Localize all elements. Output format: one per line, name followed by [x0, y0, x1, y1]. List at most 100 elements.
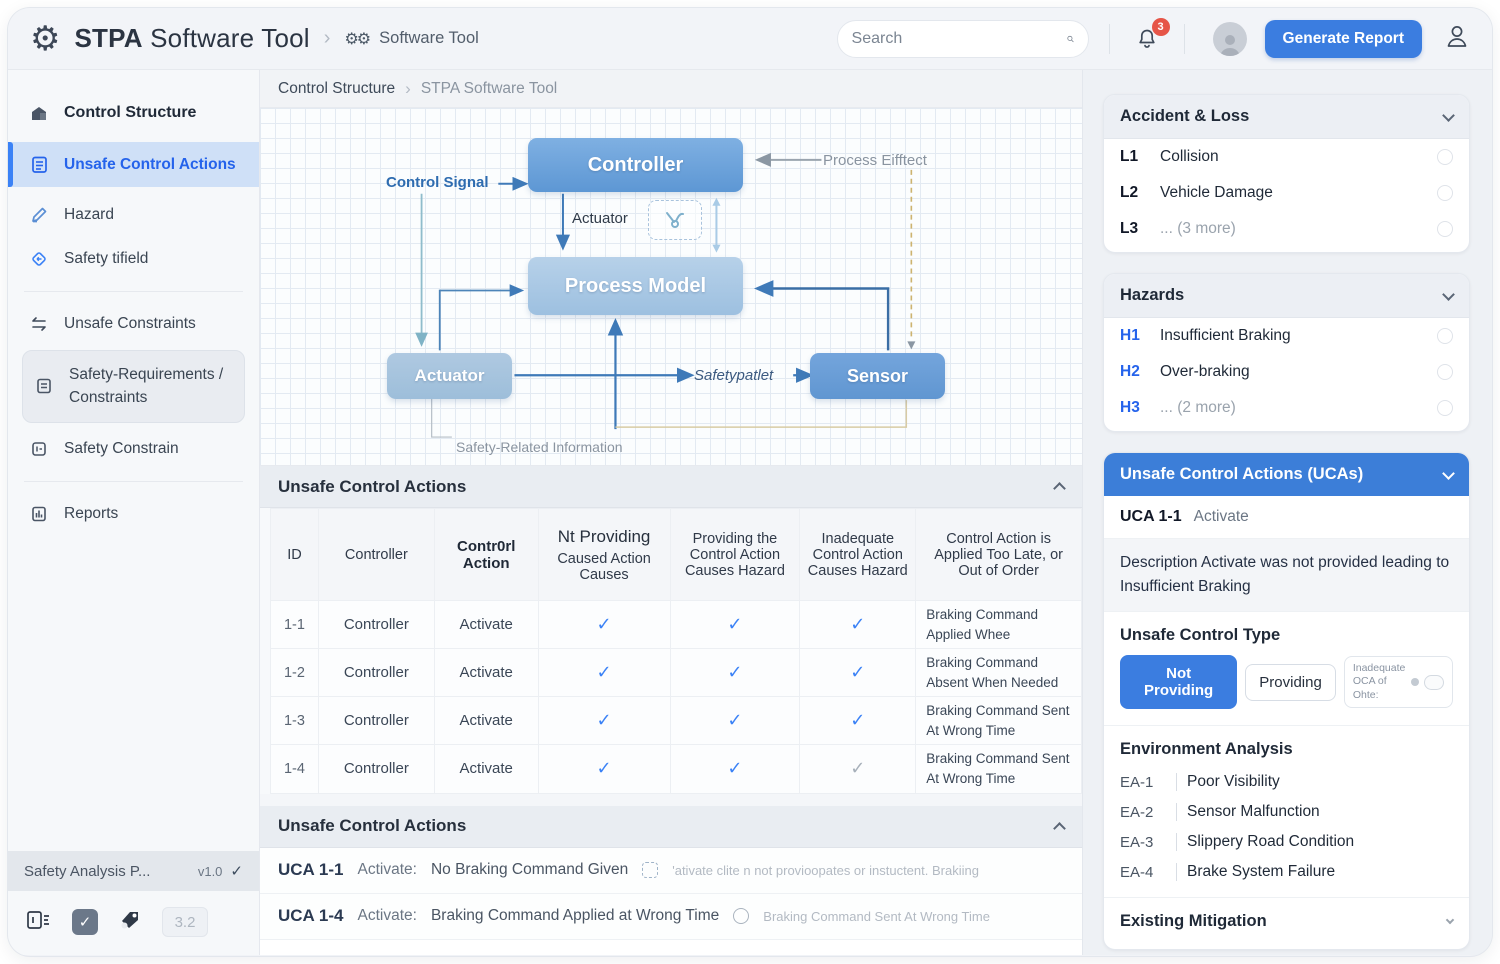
notifications-button[interactable]: 3 — [1130, 17, 1170, 56]
sidebar-item-safety-tifield[interactable]: Safety tifield — [8, 237, 259, 281]
cell-action: Activate — [433, 744, 539, 794]
radio-icon[interactable] — [1437, 328, 1453, 344]
uca-description: Description Activate was not provided le… — [1104, 539, 1469, 613]
check-icon[interactable]: ✓ — [799, 648, 917, 698]
sidebar-item-control-structure[interactable]: Control Structure — [8, 90, 259, 136]
zoom-level-value[interactable]: 3.2 — [162, 907, 208, 937]
dashed-checkbox-icon[interactable] — [642, 862, 659, 878]
chevron-icon[interactable] — [1445, 915, 1455, 925]
radio-icon[interactable] — [1437, 221, 1453, 237]
chevron-down-icon[interactable] — [1442, 108, 1455, 122]
selected-uca-row[interactable]: UCA 1-1 Activate — [1104, 496, 1469, 539]
check-icon[interactable]: ✓ — [537, 744, 671, 794]
col-header-id[interactable]: ID — [270, 508, 319, 601]
toggle-icon[interactable] — [1424, 674, 1444, 690]
left-sidebar: Control Structure Unsafe Control Actions… — [8, 70, 260, 955]
diagram-branch-chip[interactable] — [648, 200, 702, 240]
hazard-code: H1 — [1120, 327, 1140, 344]
list-item[interactable]: L2 Vehicle Damage — [1104, 175, 1469, 211]
table-row[interactable]: 1-1 Controller Activate ✓ ✓ ✓ Braking Co… — [270, 599, 1082, 650]
edge-label-actuator: Actuator — [572, 210, 628, 227]
accident-loss-panel: Accident & Loss L1 Collision L2 Vehicle … — [1103, 94, 1470, 253]
environment-item[interactable]: EA-2 Sensor Malfunction — [1104, 797, 1469, 827]
environment-item[interactable]: EA-4 Brake System Failure — [1104, 857, 1469, 887]
uca-list-item[interactable]: UCA 1-4 Activate: Braking Command Applie… — [260, 893, 1082, 940]
diagram-node-sensor[interactable]: Sensor — [810, 353, 945, 399]
col-header-providing[interactable]: Providing the Control Action Causes Haza… — [669, 508, 801, 601]
right-panel-column: Accident & Loss L1 Collision L2 Vehicle … — [1082, 70, 1492, 955]
hazards-header[interactable]: Hazards — [1104, 274, 1469, 318]
table-row[interactable]: 1-3 Controller Activate ✓ ✓ ✓ Braking Co… — [270, 696, 1082, 746]
sidebar-item-hazard[interactable]: Hazard — [8, 193, 259, 237]
cell-controller: Controller — [317, 599, 435, 650]
sidebar-item-unsafe-control-actions[interactable]: Unsafe Control Actions — [8, 142, 259, 187]
diagram-node-actuator[interactable]: Actuator — [387, 353, 512, 399]
sidebar-item-unsafe-constraints[interactable]: Unsafe Constraints — [8, 302, 259, 346]
col-header-inadequate[interactable]: Inadequate Control Action Causes Hazard — [799, 508, 917, 601]
environment-item[interactable]: EA-1 Poor Visibility — [1104, 767, 1469, 797]
list-item[interactable]: H1 Insufficient Braking — [1104, 318, 1469, 354]
search-box[interactable] — [836, 19, 1089, 58]
col-header-too-late[interactable]: Control Action is Applied Too Late, or O… — [915, 508, 1082, 601]
uca-list-section-header[interactable]: Unsafe Control Actions — [260, 805, 1082, 848]
existing-mitigation-header[interactable]: Existing Mitigation — [1104, 897, 1469, 949]
tag-icon[interactable] — [118, 908, 142, 937]
list-item[interactable]: L1 Collision — [1104, 139, 1469, 175]
providing-button[interactable]: Providing — [1245, 663, 1336, 701]
sidebar-item-safety-requirements[interactable]: Safety-Requirements / Constraints — [22, 350, 245, 423]
cell-controller: Controller — [317, 648, 435, 698]
check-icon-muted[interactable]: ✓ — [799, 744, 917, 794]
control-structure-canvas[interactable]: Controller Process Model Actuator Sensor… — [260, 108, 1082, 466]
diagram-node-process-model[interactable]: Process Model — [528, 257, 743, 315]
branch-node-icon — [666, 212, 684, 228]
sidebar-spacer — [8, 536, 259, 852]
list-item[interactable]: L3 ... (3 more) — [1104, 211, 1469, 252]
accident-loss-header[interactable]: Accident & Loss — [1104, 95, 1469, 139]
environment-item[interactable]: EA-3 Slippery Road Condition — [1104, 827, 1469, 857]
ucas-header[interactable]: Unsafe Control Actions (UCAs) — [1104, 453, 1469, 496]
collapse-chevron-icon[interactable] — [1053, 821, 1066, 835]
uca-list-item[interactable]: UCA 1-1 Activate: No Braking Command Giv… — [260, 847, 1082, 894]
check-icon[interactable]: ✓ — [537, 696, 671, 746]
cell-action: Activate — [433, 599, 539, 650]
check-icon[interactable]: ✓ — [669, 599, 801, 650]
circle-checkbox-icon[interactable] — [733, 908, 750, 924]
sidebar-item-reports[interactable]: Reports — [8, 492, 259, 536]
checked-checkbox-icon[interactable]: ✓ — [72, 909, 98, 935]
avatar[interactable] — [1212, 21, 1247, 56]
user-profile-button[interactable] — [1444, 23, 1470, 54]
check-icon[interactable]: ✓ — [537, 599, 671, 650]
project-status-bar[interactable]: Safety Analysis P... v1.0 ✓ — [8, 851, 259, 891]
collapse-chevron-icon[interactable] — [1053, 482, 1066, 495]
uca-table-section-header[interactable]: Unsafe Control Actions — [260, 466, 1082, 508]
list-item[interactable]: H3 ... (2 more) — [1104, 390, 1469, 431]
table-row[interactable]: 1-2 Controller Activate ✓ ✓ ✓ Braking Co… — [270, 648, 1082, 698]
collapse-sidebar-button[interactable] — [26, 908, 52, 937]
env-label: Sensor Malfunction — [1187, 803, 1320, 821]
breadcrumb-section[interactable]: Control Structure — [278, 79, 396, 97]
list-item[interactable]: H2 Over-braking — [1104, 354, 1469, 390]
diagram-node-controller[interactable]: Controller — [528, 138, 743, 192]
sidebar-item-safety-constrain[interactable]: Safety Constrain — [8, 427, 259, 471]
radio-icon[interactable] — [1437, 364, 1453, 380]
radio-icon[interactable] — [1437, 185, 1453, 201]
col-header-controller[interactable]: Controller — [317, 508, 435, 601]
chevron-down-icon[interactable] — [1442, 287, 1455, 301]
not-providing-button[interactable]: Not Providing — [1120, 655, 1238, 710]
col-header-control-action[interactable]: Contr0rl Action — [433, 508, 539, 601]
generate-report-button[interactable]: Generate Report — [1264, 19, 1422, 58]
check-icon[interactable]: ✓ — [669, 696, 801, 746]
check-icon[interactable]: ✓ — [669, 744, 801, 794]
check-icon[interactable]: ✓ — [537, 648, 671, 698]
check-icon[interactable]: ✓ — [799, 696, 917, 746]
table-row[interactable]: 1-4 Controller Activate ✓ ✓ ✓ Braking Co… — [270, 744, 1082, 794]
radio-icon[interactable] — [1437, 149, 1453, 165]
chevron-down-icon[interactable] — [1442, 466, 1455, 480]
radio-icon[interactable] — [1437, 400, 1453, 416]
search-input[interactable] — [851, 29, 1059, 48]
check-icon[interactable]: ✓ — [799, 599, 917, 650]
unsafe-control-type-label: Unsafe Control Type — [1120, 626, 1281, 645]
check-icon[interactable]: ✓ — [669, 648, 801, 698]
